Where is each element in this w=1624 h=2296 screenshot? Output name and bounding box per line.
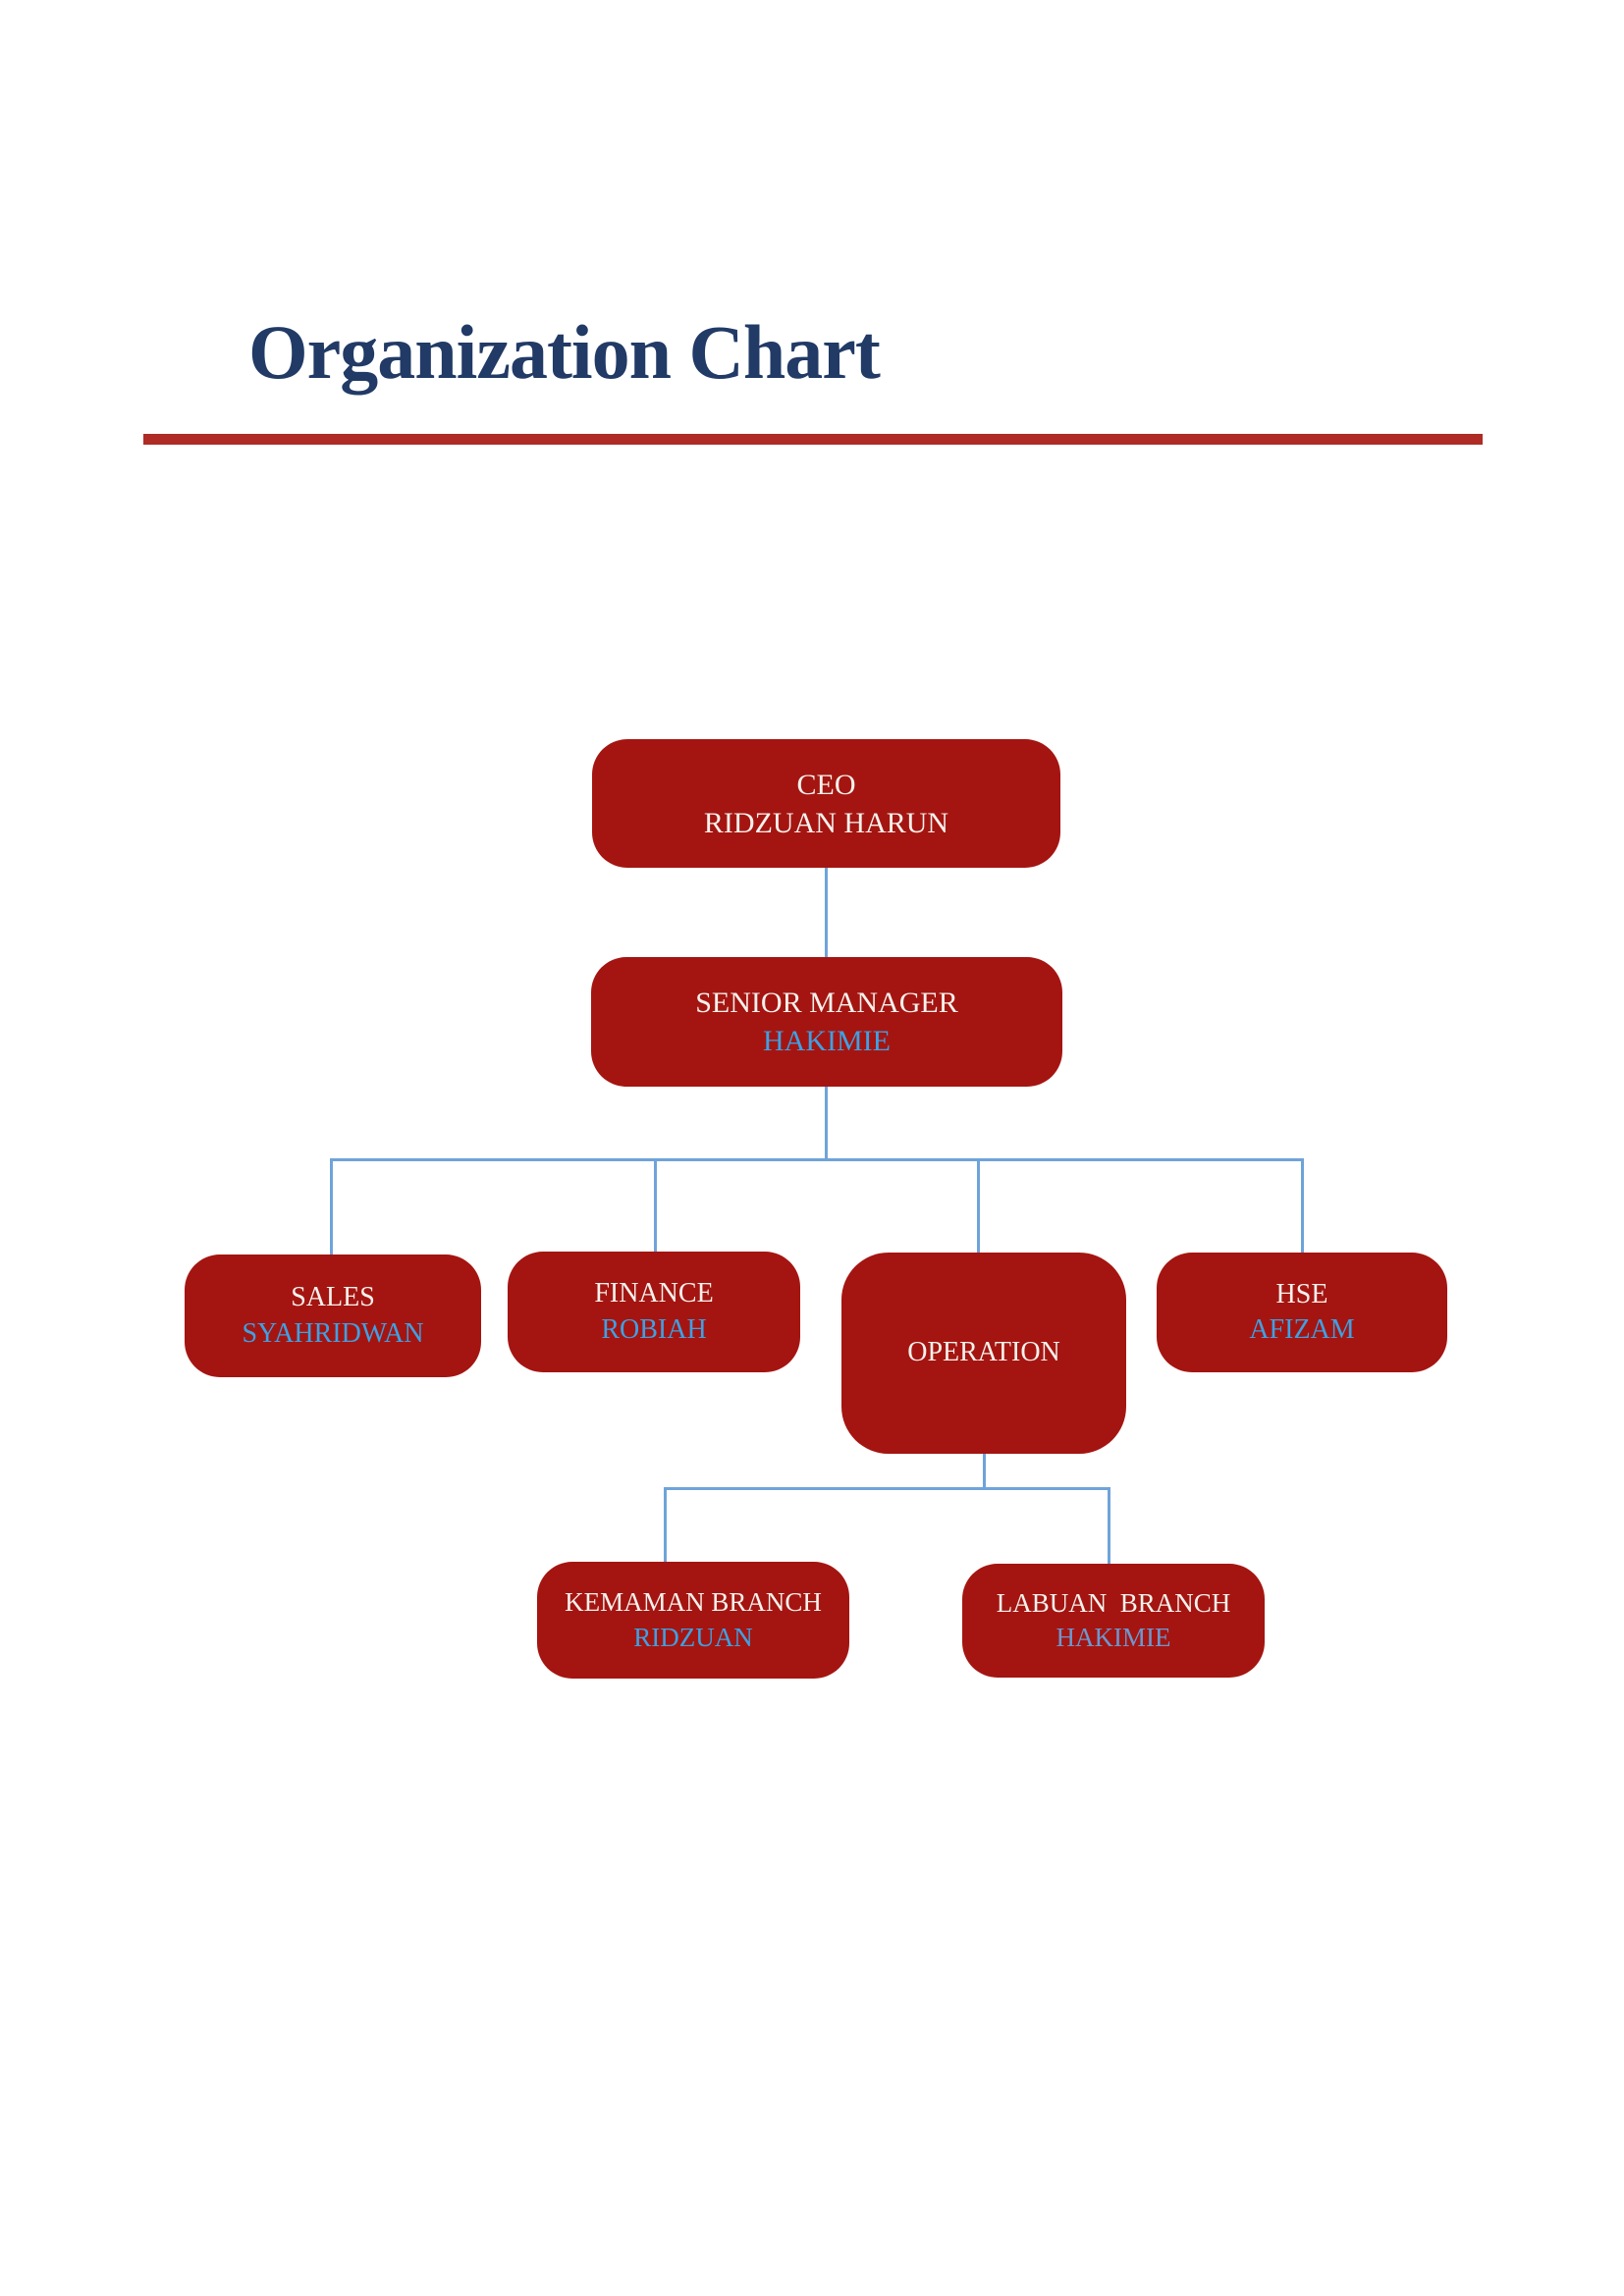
org-node-senior-manager: SENIOR MANAGER HAKIMIE (591, 957, 1062, 1087)
person-name: HAKIMIE (763, 1025, 891, 1057)
org-node-finance: FINANCE ROBIAH (508, 1252, 800, 1372)
role-label: OPERATION (907, 1337, 1060, 1368)
connector-bus-finance (654, 1158, 657, 1252)
person-name: RIDZUAN (633, 1622, 753, 1652)
connector-operation-bus (983, 1454, 986, 1489)
role-label: HSE (1275, 1278, 1328, 1309)
role-label: LABUAN BRANCH (996, 1587, 1231, 1618)
person-name: AFIZAM (1249, 1314, 1355, 1345)
role-label: SENIOR MANAGER (695, 987, 958, 1019)
person-name: ROBIAH (601, 1313, 707, 1345)
org-node-operation: OPERATION (841, 1253, 1126, 1454)
org-node-kemaman-branch: KEMAMAN BRANCH RIDZUAN (537, 1562, 849, 1679)
role-label: CEO (796, 768, 856, 801)
person-name: SYAHRIDWAN (242, 1317, 424, 1349)
title-underline-rule (143, 434, 1483, 445)
connector-bus-hse (1301, 1158, 1304, 1253)
role-label: FINANCE (594, 1278, 714, 1309)
connector-bus-level3 (330, 1158, 1304, 1161)
org-node-labuan-branch: LABUAN BRANCH HAKIMIE (962, 1564, 1265, 1678)
person-name: HAKIMIE (1056, 1623, 1171, 1652)
connector-ceo-senior-manager (825, 868, 828, 957)
connector-bus-labuan-branch (1108, 1487, 1110, 1564)
connector-bus-level4 (664, 1487, 1110, 1490)
connector-senior-manager-bus (825, 1087, 828, 1159)
connector-bus-sales (330, 1158, 333, 1255)
role-label: SALES (291, 1282, 375, 1313)
page-title: Organization Chart (248, 309, 881, 395)
connector-bus-operation (977, 1158, 980, 1253)
role-label: KEMAMAN BRANCH (565, 1587, 822, 1618)
connector-bus-kemaman-branch (664, 1487, 667, 1562)
org-node-sales: SALES SYAHRIDWAN (185, 1255, 481, 1377)
org-node-hse: HSE AFIZAM (1157, 1253, 1447, 1372)
person-name: RIDZUAN HARUN (703, 806, 949, 839)
org-node-ceo: CEO RIDZUAN HARUN (592, 739, 1060, 868)
